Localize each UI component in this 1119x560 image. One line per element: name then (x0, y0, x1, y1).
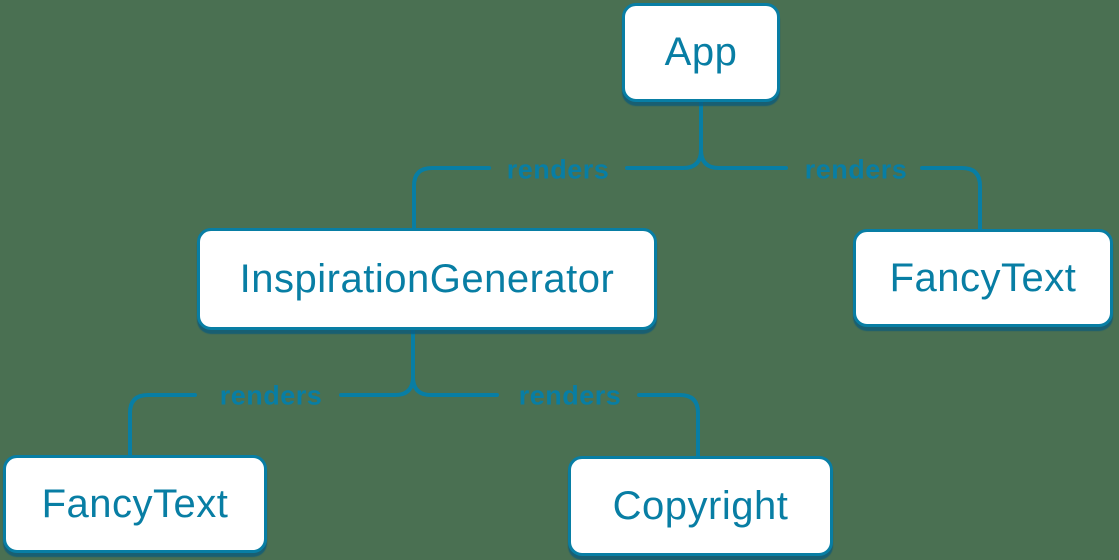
edge-inspirationgenerator-fancytext-a (339, 328, 415, 397)
node-app-label: App (664, 30, 738, 74)
node-inspiration-generator-label: InspirationGenerator (239, 256, 615, 301)
node-fancy-text-left: FancyText (3, 455, 267, 553)
edge-label-inspirationgenerator-fancytext: renders (219, 380, 323, 411)
edge-app-inspirationgenerator-a (625, 100, 703, 170)
edge-inspirationgenerator-copyright-b (637, 393, 700, 459)
node-fancy-text-right-label: FancyText (889, 255, 1077, 300)
edge-inspirationgenerator-copyright-a (411, 328, 499, 397)
edge-app-fancytext-a (699, 100, 788, 170)
edge-label-app-fancytext: renders (804, 154, 908, 185)
node-copyright: Copyright (568, 456, 833, 556)
edge-label-inspirationgenerator-copyright: renders (518, 380, 622, 411)
edge-label-app-inspirationgenerator: renders (506, 154, 610, 185)
node-inspiration-generator: InspirationGenerator (197, 228, 657, 330)
node-copyright-label: Copyright (612, 483, 789, 528)
edge-app-fancytext-b (920, 166, 982, 232)
node-fancy-text-left-label: FancyText (41, 481, 229, 526)
node-app: App (622, 3, 780, 102)
node-fancy-text-right: FancyText (853, 229, 1113, 327)
edge-app-inspirationgenerator-b (412, 166, 491, 231)
edge-inspirationgenerator-fancytext-b (128, 393, 197, 458)
